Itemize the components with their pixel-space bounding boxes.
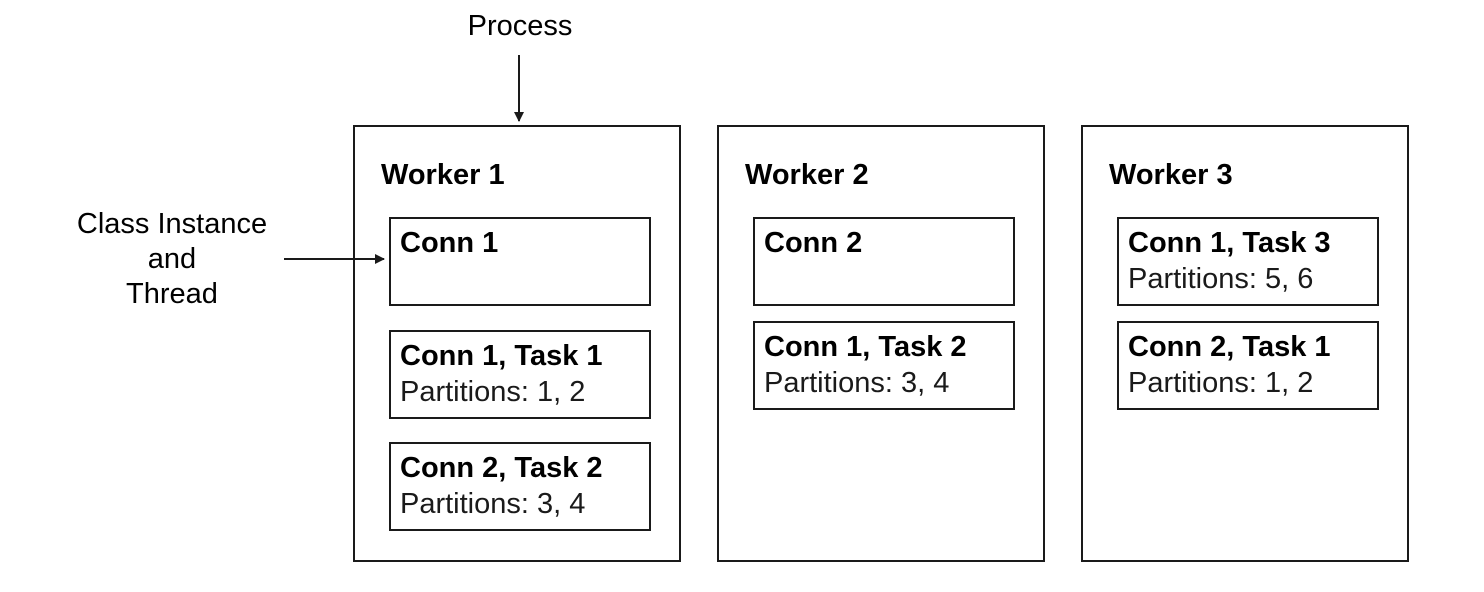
task-box: Conn 1: [389, 217, 651, 306]
task-partitions: Partitions: 1, 2: [1128, 367, 1314, 399]
worker-title: Worker 1: [381, 159, 505, 191]
task-title: Conn 1, Task 3: [1128, 227, 1331, 259]
task-box: Conn 1, Task 3 Partitions: 5, 6: [1117, 217, 1379, 306]
task-box: Conn 2, Task 2 Partitions: 3, 4: [389, 442, 651, 531]
class-instance-label-line: Class Instance: [76, 208, 268, 240]
task-partitions: Partitions: 3, 4: [400, 488, 586, 520]
task-title: Conn 2, Task 2: [400, 452, 603, 484]
class-instance-label-line: Thread: [126, 278, 218, 310]
process-label: Process: [467, 10, 573, 42]
task-partitions: Partitions: 1, 2: [400, 376, 586, 408]
task-partitions: Partitions: 3, 4: [764, 367, 950, 399]
task-partitions: Partitions: 5, 6: [1128, 263, 1314, 295]
worker-title: Worker 2: [745, 159, 869, 191]
task-title: Conn 2: [764, 227, 863, 259]
task-box: Conn 1, Task 2 Partitions: 3, 4: [753, 321, 1015, 410]
task-box: Conn 2, Task 1 Partitions: 1, 2: [1117, 321, 1379, 410]
task-title: Conn 1: [400, 227, 499, 259]
task-title: Conn 1, Task 2: [764, 331, 967, 363]
class-instance-label: Class Instance and Thread: [52, 207, 292, 312]
task-title: Conn 1, Task 1: [400, 340, 603, 372]
worker-title: Worker 3: [1109, 159, 1233, 191]
worker-box-3: Worker 3 Conn 1, Task 3 Partitions: 5, 6…: [1081, 125, 1409, 562]
worker-box-2: Worker 2 Conn 2 Conn 1, Task 2 Partition…: [717, 125, 1045, 562]
worker-box-1: Worker 1 Conn 1 Conn 1, Task 1 Partition…: [353, 125, 681, 562]
task-box: Conn 1, Task 1 Partitions: 1, 2: [389, 330, 651, 419]
task-box: Conn 2: [753, 217, 1015, 306]
task-title: Conn 2, Task 1: [1128, 331, 1331, 363]
class-instance-label-line: and: [147, 243, 197, 275]
